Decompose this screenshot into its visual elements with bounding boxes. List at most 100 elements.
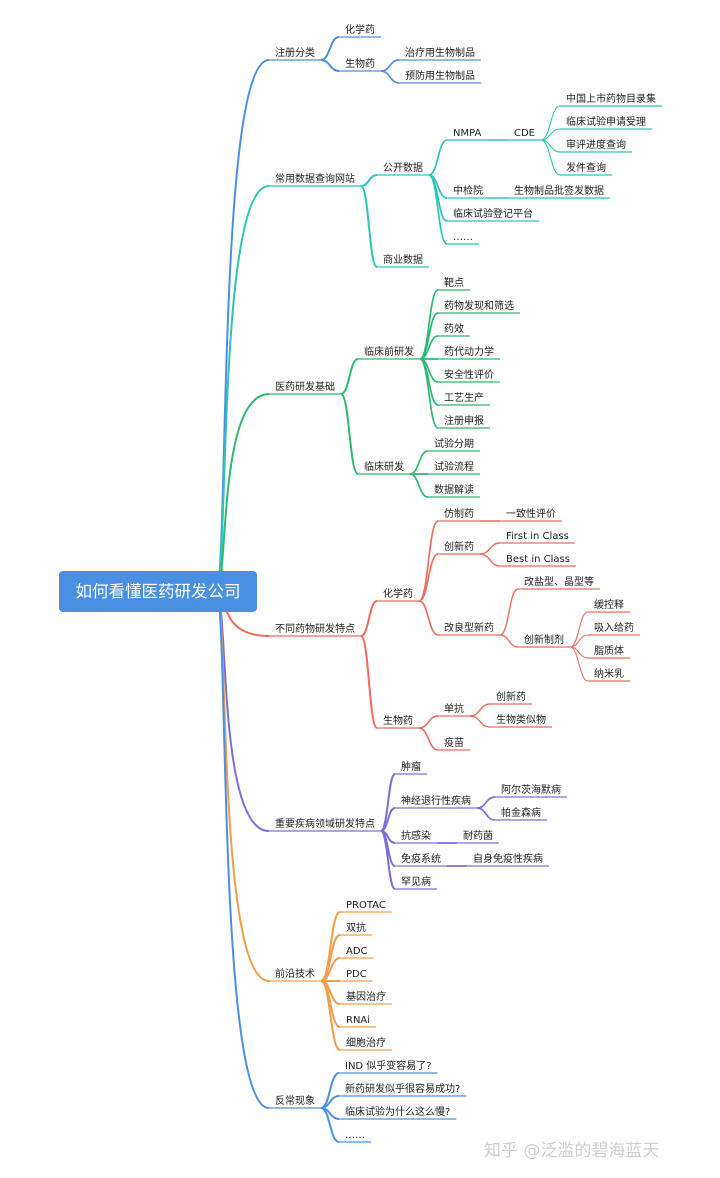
- db-edge-10: [428, 174, 448, 245]
- reg-branch[interactable]: 注册分类: [275, 46, 315, 59]
- db-node-0[interactable]: 公开数据: [383, 161, 423, 174]
- abn-node-0[interactable]: IND 似乎变容易了?: [345, 1059, 432, 1072]
- db-node-6[interactable]: 发件查询: [566, 161, 606, 174]
- drug-edge-7: [499, 588, 519, 636]
- abn-root-edge: [217, 590, 270, 1109]
- med-node-2[interactable]: 药物发现和筛选: [444, 299, 514, 312]
- med-node-11[interactable]: 数据解读: [434, 483, 474, 496]
- reg-node-1[interactable]: 生物药: [345, 57, 375, 70]
- drug-edge-5: [479, 553, 501, 567]
- drug-node-3[interactable]: 创新药: [444, 540, 474, 553]
- drug-node-5[interactable]: Best in Class: [506, 554, 570, 565]
- abn-node-3[interactable]: ……: [345, 1130, 365, 1141]
- drug-edge-6: [418, 600, 439, 636]
- disease-node-7[interactable]: 自身免疫性疾病: [473, 852, 543, 865]
- disease-edge-3: [476, 807, 496, 821]
- db-node-7[interactable]: 中检院: [453, 184, 483, 197]
- tech-branch[interactable]: 前沿技术: [275, 967, 315, 980]
- db-node-4[interactable]: 临床试验申请受理: [566, 115, 646, 128]
- abn-node-2[interactable]: 临床试验为什么这么慢?: [345, 1105, 450, 1118]
- drug-edge-4: [479, 542, 501, 555]
- med-node-7[interactable]: 注册申报: [444, 414, 484, 427]
- drug-edge-10: [569, 634, 589, 648]
- med-node-3[interactable]: 药效: [444, 322, 464, 335]
- db-node-11[interactable]: 商业数据: [383, 253, 423, 266]
- disease-branch[interactable]: 重要疾病领域研发特点: [275, 817, 375, 830]
- db-node-3[interactable]: 中国上市药物目录集: [566, 92, 656, 105]
- med-node-4[interactable]: 药代动力学: [444, 345, 494, 358]
- drug-edge-13: [360, 635, 378, 729]
- disease-node-3[interactable]: 帕金森病: [501, 806, 541, 819]
- tech-node-4[interactable]: 基因治疗: [346, 990, 386, 1003]
- disease-node-4[interactable]: 抗感染: [401, 829, 431, 842]
- tech-node-6[interactable]: 细胞治疗: [346, 1036, 386, 1049]
- db-node-1[interactable]: NMPA: [453, 128, 481, 139]
- db-node-8[interactable]: 生物制品批签发数据: [514, 184, 604, 197]
- drug-node-8[interactable]: 创新制剂: [524, 633, 564, 646]
- abn-branch[interactable]: 反常现象: [275, 1094, 315, 1107]
- drug-edge-12: [569, 646, 589, 682]
- db-node-10[interactable]: ……: [453, 232, 473, 243]
- med-node-5[interactable]: 安全性评价: [444, 368, 494, 381]
- db-edge-6: [540, 139, 561, 176]
- med-edge-7: [419, 358, 439, 429]
- root-node[interactable]: 如何看懂医药研发公司: [59, 571, 257, 612]
- drug-node-15[interactable]: 创新药: [496, 690, 526, 703]
- abn-node-1[interactable]: 新药研发似乎很容易成功?: [345, 1082, 460, 1095]
- disease-node-8[interactable]: 罕见病: [401, 875, 431, 888]
- drug-node-17[interactable]: 疫苗: [444, 736, 464, 749]
- drug-node-0[interactable]: 化学药: [383, 587, 413, 600]
- tech-node-0[interactable]: PROTAC: [346, 900, 386, 911]
- drug-node-4[interactable]: First in Class: [506, 531, 569, 542]
- db-node-2[interactable]: CDE: [514, 128, 535, 139]
- drug-node-11[interactable]: 脂质体: [594, 644, 624, 657]
- med-node-9[interactable]: 试验分期: [434, 437, 474, 450]
- db-edge-11: [360, 185, 378, 268]
- disease-edge-8: [380, 830, 396, 890]
- med-node-1[interactable]: 靶点: [444, 276, 464, 289]
- med-node-6[interactable]: 工艺生产: [444, 391, 484, 404]
- reg-node-0[interactable]: 化学药: [345, 23, 375, 36]
- drug-node-7[interactable]: 改盐型、晶型等: [524, 575, 594, 588]
- disease-edge-2: [476, 796, 496, 809]
- drug-node-2[interactable]: 一致性评价: [506, 507, 556, 520]
- tech-node-3[interactable]: PDC: [346, 969, 367, 980]
- tech-node-1[interactable]: 双抗: [346, 921, 366, 934]
- med-branch[interactable]: 医药研发基础: [275, 380, 335, 393]
- drug-node-14[interactable]: 单抗: [444, 702, 464, 715]
- drug-node-10[interactable]: 吸入给药: [594, 621, 634, 634]
- drug-node-16[interactable]: 生物类似物: [496, 713, 546, 726]
- drug-branch[interactable]: 不同药物研发特点: [275, 622, 355, 635]
- abn-edge-3: [320, 1107, 340, 1143]
- disease-node-1[interactable]: 神经退行性疾病: [401, 794, 471, 807]
- drug-node-9[interactable]: 缓控释: [594, 598, 624, 611]
- drug-node-6[interactable]: 改良型新药: [444, 621, 494, 634]
- tech-node-5[interactable]: RNAi: [346, 1015, 370, 1026]
- disease-node-0[interactable]: 肿瘤: [401, 760, 421, 773]
- reg-node-3[interactable]: 预防用生物制品: [405, 69, 475, 82]
- drug-node-1[interactable]: 仿制药: [444, 507, 474, 520]
- reg-edge-2: [380, 59, 400, 72]
- med-node-8[interactable]: 临床研发: [364, 460, 404, 473]
- med-node-10[interactable]: 试验流程: [434, 460, 474, 473]
- reg-node-2[interactable]: 治疗用生物制品: [405, 46, 475, 59]
- reg-edge-0: [320, 36, 340, 61]
- db-node-5[interactable]: 审评进度查询: [566, 138, 626, 151]
- disease-node-5[interactable]: 耐药菌: [463, 829, 493, 842]
- drug-edge-1: [418, 520, 439, 602]
- tech-edge-6: [320, 980, 341, 1051]
- mindmap-nodes: 注册分类化学药生物药治疗用生物制品预防用生物制品常用数据查询网站公开数据NMPA…: [269, 23, 662, 1143]
- drug-edge-3: [418, 553, 439, 602]
- db-branch[interactable]: 常用数据查询网站: [275, 172, 355, 185]
- disease-node-2[interactable]: 阿尔茨海默病: [501, 783, 561, 796]
- db-edge-4: [540, 128, 561, 141]
- db-node-9[interactable]: 临床试验登记平台: [453, 207, 533, 220]
- disease-node-6[interactable]: 免疫系统: [401, 852, 441, 865]
- drug-edge-9: [569, 611, 589, 648]
- tech-node-2[interactable]: ADC: [346, 946, 368, 957]
- drug-node-13[interactable]: 生物药: [383, 714, 413, 727]
- db-edge-1: [428, 139, 448, 176]
- med-node-0[interactable]: 临床前研发: [364, 345, 414, 358]
- drug-node-12[interactable]: 纳米乳: [594, 667, 624, 680]
